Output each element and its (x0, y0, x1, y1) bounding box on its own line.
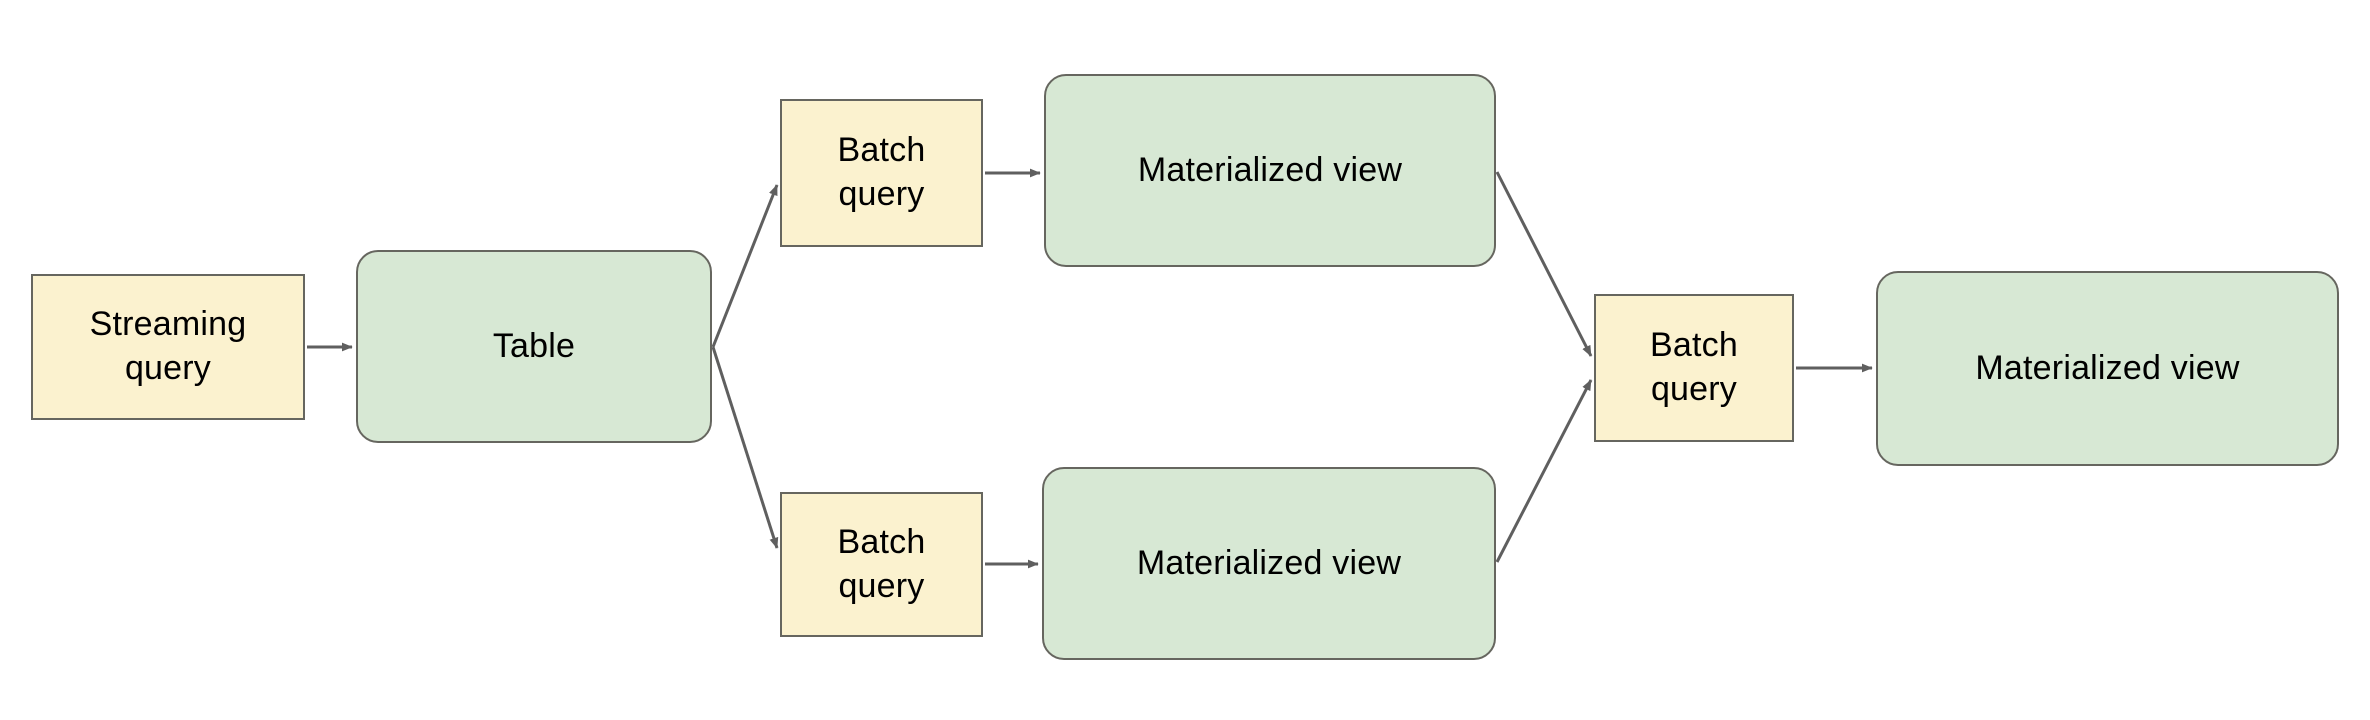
node-label: Batch query (1650, 326, 1738, 408)
node-label: Batch query (837, 131, 926, 213)
node-materialized-view-bottom[interactable]: Materialized view (1042, 467, 1496, 660)
node-streaming-query[interactable]: Streaming query (31, 274, 305, 420)
node-materialized-view-top[interactable]: Materialized view (1044, 74, 1496, 267)
node-batch-query-top[interactable]: Batch query (780, 99, 983, 247)
node-batch-query-bottom[interactable]: Batch query (780, 492, 983, 637)
node-label: Materialized view (1137, 150, 1403, 189)
node-label: Materialized view (1136, 543, 1402, 582)
node-table[interactable]: Table (356, 250, 712, 443)
node-label: Streaming query (89, 305, 247, 387)
node-label: Batch query (837, 522, 926, 605)
edge-materialized-view-top-to-batch-query-center (1495, 171, 1593, 357)
node-batch-query-center[interactable]: Batch query (1594, 294, 1794, 442)
edge-table-to-batch-query-bottom (711, 346, 779, 549)
node-label: Materialized view (1975, 348, 2240, 387)
edge-table-to-batch-query-top (711, 184, 779, 348)
node-materialized-view-final[interactable]: Materialized view (1876, 271, 2339, 466)
edge-materialized-view-bottom-to-batch-query-center (1495, 379, 1593, 563)
node-label: Table (492, 326, 576, 365)
